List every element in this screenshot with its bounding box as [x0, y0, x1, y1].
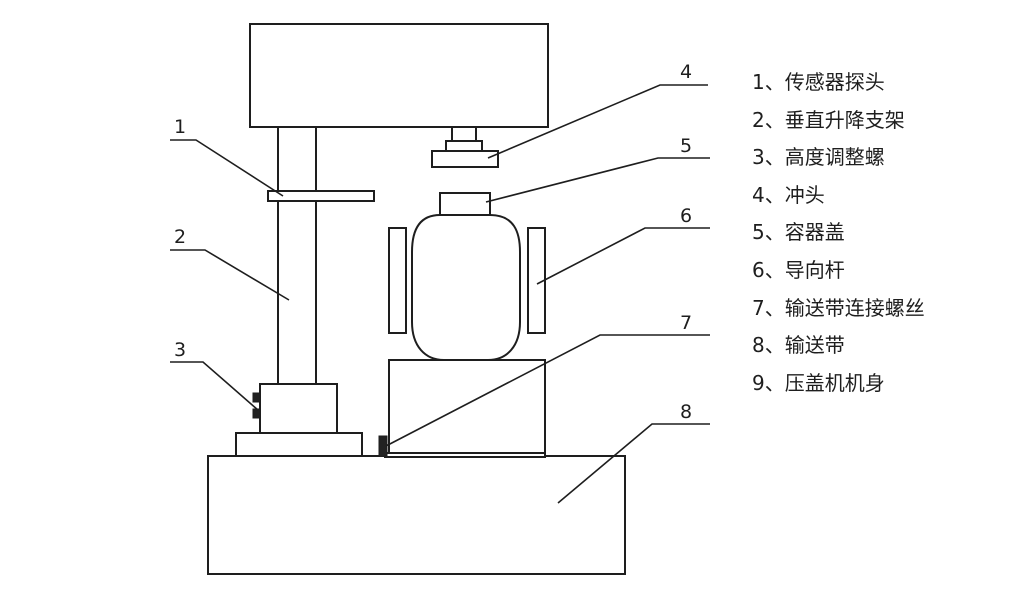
legend-item-punch: 4、冲头 — [752, 182, 825, 207]
callout-2: 2 — [174, 226, 186, 248]
punch-head — [431, 150, 499, 168]
leader-line-6 — [536, 227, 710, 285]
leader-line-1 — [170, 139, 284, 197]
legend-item-conveyor-connecting-screw: 7、输送带连接螺丝 — [752, 295, 925, 320]
callout-7: 7 — [680, 312, 692, 334]
sensor-probe — [267, 190, 375, 202]
legend-item-guide-rod: 6、导向杆 — [752, 257, 845, 282]
callout-6: 6 — [680, 205, 692, 227]
column-base-plate — [235, 432, 363, 457]
container — [411, 214, 521, 361]
vertical-lifting-support — [277, 126, 317, 385]
legend-item-machine-body: 9、压盖机机身 — [752, 370, 885, 395]
legend-item-height-adjust-screw: 3、高度调整螺 — [752, 145, 885, 170]
punch-collar — [445, 140, 483, 152]
callout-4: 4 — [680, 61, 692, 83]
leader-line-3 — [170, 361, 259, 411]
leader-line-8 — [557, 423, 710, 504]
legend-item-container-lid: 5、容器盖 — [752, 220, 845, 245]
callout-8: 8 — [680, 401, 692, 423]
leader-line-7 — [385, 334, 710, 447]
leader-line-4 — [487, 84, 708, 159]
leader-line-2 — [170, 249, 290, 301]
machine-body — [207, 455, 626, 575]
height-adjust-knob-lower — [252, 408, 261, 419]
conveyor-belt — [384, 452, 546, 458]
leader-line-5 — [485, 157, 710, 203]
container-lid — [439, 192, 491, 216]
callout-5: 5 — [680, 135, 692, 157]
callout-1: 1 — [174, 116, 186, 138]
guide-rod-left — [388, 227, 407, 334]
conveyor-support-block — [388, 359, 546, 454]
legend-item-vertical-lifting-support: 2、垂直升降支架 — [752, 107, 905, 132]
height-adjust-knob-upper — [252, 392, 261, 403]
height-adjust-block — [259, 383, 338, 434]
callout-3: 3 — [174, 339, 186, 361]
conveyor-connecting-screw — [378, 435, 388, 457]
legend-item-conveyor-belt: 8、输送带 — [752, 333, 845, 358]
parts-legend: 1、传感器探头 2、垂直升降支架 3、高度调整螺 4、冲头 5、容器盖 6、导向… — [752, 64, 925, 402]
top-head-housing — [249, 23, 549, 128]
legend-item-sensor-probe: 1、传感器探头 — [752, 70, 885, 94]
punch-shaft — [451, 126, 477, 142]
